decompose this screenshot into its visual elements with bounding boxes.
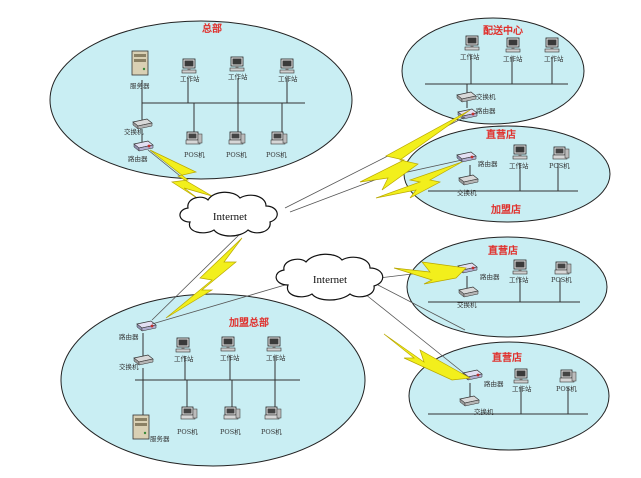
store2-title: 直营店 — [488, 244, 518, 257]
hq-switch-label: 交换机 — [124, 127, 144, 136]
lightning-bolt-icon — [375, 161, 463, 199]
franchise-headquarters: 加盟总部 路由器 交换机 工作站 工作站 工作站 服务器 POS机 POS机 P… — [119, 316, 300, 443]
hq-router-label: 路由器 — [128, 154, 148, 163]
hq-pos-label-3: POS机 — [266, 150, 287, 159]
dc-workstation-icon — [464, 35, 480, 51]
internet-cloud-2: Internet — [275, 253, 384, 301]
internet-cloud-1: Internet — [179, 191, 278, 237]
store2-pos-label: POS机 — [551, 275, 572, 284]
dc-switch-label: 交换机 — [476, 92, 496, 101]
hq-ws-label-3: 工作站 — [278, 74, 298, 83]
store2-pos-icon — [554, 261, 572, 275]
fhq-pos-icon — [223, 406, 241, 420]
hq-server-icon — [131, 50, 149, 76]
franchise-store-label: 加盟店 — [490, 203, 521, 216]
store2-switch-label: 交换机 — [457, 300, 477, 309]
store1-title: 直营店 — [486, 128, 516, 141]
internet-label-1: Internet — [213, 211, 247, 223]
lightning-bolt-icon — [393, 261, 467, 285]
internet-label-2: Internet — [313, 274, 347, 286]
dc-workstation-icon — [544, 37, 560, 53]
store2-workstation-icon — [512, 259, 528, 275]
fhq-title: 加盟总部 — [228, 316, 269, 329]
store1-ws-label: 工作站 — [509, 161, 529, 170]
store3-switch-label: 交换机 — [474, 407, 494, 416]
fhq-pos-label-3: POS机 — [261, 427, 282, 436]
distribution-center-zone — [401, 17, 585, 125]
fhq-switch-label: 交换机 — [119, 362, 139, 371]
hq-pos-label-2: POS机 — [226, 150, 247, 159]
dc-ws-label-1: 工作站 — [460, 52, 480, 61]
fhq-ws-label-2: 工作站 — [220, 353, 240, 362]
dc-workstation-icon — [505, 37, 521, 53]
cloud-icon — [275, 253, 384, 301]
distribution-center: 配送中心 工作站 工作站 工作站 交换机 路由器 — [425, 24, 568, 120]
fhq-pos-icon — [264, 406, 282, 420]
store-2: 直营店 路由器 交换机 工作站 POS机 — [428, 244, 580, 309]
store3-pos-icon — [559, 369, 577, 383]
fhq-workstation-icon — [266, 336, 282, 352]
lightning-bolt-icon — [149, 149, 213, 201]
store1-pos-icon — [552, 146, 570, 160]
dc-ws-label-3: 工作站 — [544, 54, 564, 63]
hq-pos-icon — [270, 131, 288, 145]
store1-switch-label: 交换机 — [457, 188, 477, 197]
fhq-pos-label-2: POS机 — [220, 427, 241, 436]
store1-pos-label: POS机 — [549, 161, 570, 170]
lightning-bolt-icon — [359, 109, 471, 191]
hq-ws-label-1: 工作站 — [180, 74, 200, 83]
dc-router-label: 路由器 — [476, 106, 496, 115]
hq-ws-label-2: 工作站 — [228, 72, 248, 81]
store1-workstation-icon — [512, 144, 528, 160]
store3-title: 直营店 — [492, 351, 522, 364]
hq-pos-icon — [228, 131, 246, 145]
fhq-server-icon — [132, 414, 150, 440]
fhq-pos-icon — [180, 406, 198, 420]
fhq-pos-label-1: POS机 — [177, 427, 198, 436]
hq-workstation-icon — [181, 58, 197, 74]
hq-server-label: 服务器 — [130, 81, 150, 90]
hq-title: 总部 — [202, 22, 222, 35]
fhq-workstation-icon — [175, 337, 191, 353]
dc-ws-label-2: 工作站 — [503, 54, 523, 63]
store-1: 直营店 路由器 交换机 工作站 POS机 加盟店 — [428, 128, 578, 216]
cloud-icon — [179, 191, 278, 237]
store3-ws-label: 工作站 — [512, 384, 532, 393]
store3-pos-label: POS机 — [556, 384, 577, 393]
fhq-workstation-icon — [220, 336, 236, 352]
dc-title: 配送中心 — [483, 24, 523, 37]
store2-router-label: 路由器 — [480, 272, 500, 281]
store2-ws-label: 工作站 — [509, 275, 529, 284]
fhq-router-label: 路由器 — [119, 332, 139, 341]
fhq-ws-label-1: 工作站 — [174, 354, 194, 363]
headquarters: 总部 服务器 工作站 工作站 工作站 交换机 路由器 POS机 POS机 POS… — [124, 22, 305, 163]
hq-workstation-icon — [229, 56, 245, 72]
hq-workstation-icon — [279, 58, 295, 74]
hq-pos-icon — [185, 131, 203, 145]
store3-workstation-icon — [513, 368, 529, 384]
hq-pos-label-1: POS机 — [184, 150, 205, 159]
fhq-ws-label-3: 工作站 — [266, 353, 286, 362]
wan-links — [147, 109, 472, 381]
store1-router-label: 路由器 — [478, 159, 498, 168]
store-3: 直营店 路由器 交换机 工作站 POS机 — [428, 351, 588, 416]
fhq-server-label: 服务器 — [150, 434, 170, 443]
lightning-bolt-icon — [383, 333, 472, 381]
lightning-bolt-icon — [165, 237, 243, 319]
store3-router-label: 路由器 — [484, 379, 504, 388]
